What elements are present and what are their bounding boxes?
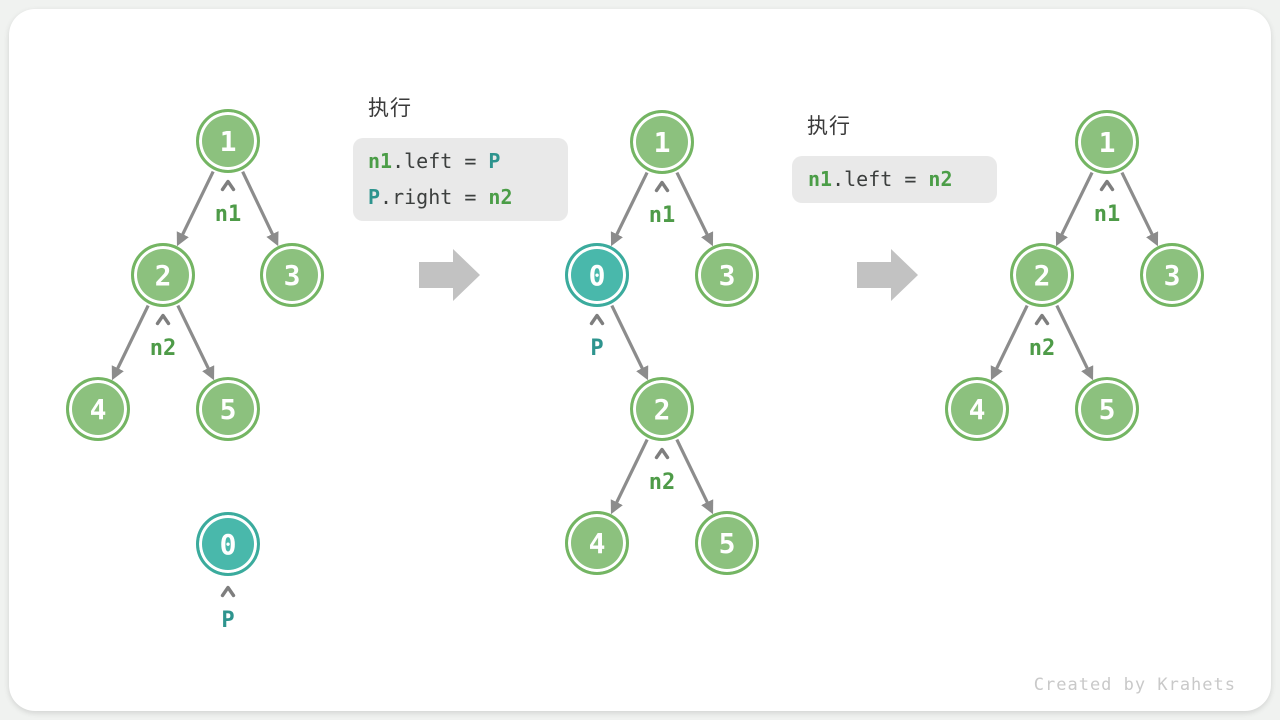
code-token: n1	[368, 149, 393, 173]
tree-node-2: 2	[1010, 243, 1074, 307]
code-line: n1.left = P	[368, 143, 568, 179]
tree-node-3: 3	[1140, 243, 1204, 307]
tree-edge	[1055, 171, 1094, 247]
pointer-label-n2: n2	[648, 470, 676, 495]
caret-up-icon	[220, 179, 236, 192]
code-box-2: n1.left = n2	[792, 156, 997, 203]
tree-edge	[610, 304, 649, 381]
tree-node-3: 3	[260, 243, 324, 307]
tree-edge	[1055, 304, 1094, 381]
tree-node-5: 5	[695, 511, 759, 575]
tree-edge	[675, 438, 714, 515]
tree-edge	[176, 170, 215, 247]
code-token: .left =	[832, 167, 929, 191]
tree-node-4: 4	[945, 377, 1009, 441]
exec-title-2: 执行	[807, 115, 851, 138]
pointer-label-n1: n1	[1093, 202, 1121, 227]
tree-node-4: 4	[565, 511, 629, 575]
tree-node-1: 1	[1075, 110, 1139, 174]
caret-up-icon	[589, 313, 605, 326]
tree-node-4: 4	[66, 377, 130, 441]
tree-node-5: 5	[196, 377, 260, 441]
pointer-label-n1: n1	[648, 203, 676, 228]
tree-edge	[241, 170, 279, 247]
credit-text: Created by Krahets	[1033, 675, 1236, 695]
code-token: .right =	[380, 185, 489, 209]
transition-arrow-icon	[857, 249, 918, 301]
tree-node-2: 2	[131, 243, 195, 307]
tree-node-1: 1	[196, 109, 260, 173]
caret-up-icon	[1034, 313, 1050, 326]
caret-up-icon	[220, 585, 236, 598]
code-token: n2	[928, 167, 953, 191]
pointer-label-P: P	[590, 336, 604, 361]
pointer-label-n2: n2	[1028, 336, 1056, 361]
pointer-label-n1: n1	[214, 202, 242, 227]
tree-node-5: 5	[1075, 377, 1139, 441]
tree-node-0: 0	[565, 243, 629, 307]
caret-up-icon	[1099, 179, 1115, 192]
tree-edge	[675, 171, 714, 247]
transition-arrow-icon	[419, 249, 480, 301]
code-token: n2	[488, 185, 513, 209]
tree-edge	[111, 304, 150, 381]
tree-edge	[1120, 171, 1159, 247]
caret-up-icon	[654, 447, 670, 460]
pointer-label-P: P	[221, 608, 235, 633]
code-token: P	[488, 149, 501, 173]
tree-edge	[176, 304, 215, 381]
tree-node-1: 1	[630, 110, 694, 174]
code-token: P	[368, 185, 381, 209]
code-token: n1	[808, 167, 833, 191]
code-line: P.right = n2	[368, 179, 568, 215]
tree-edge	[990, 304, 1029, 381]
tree-edge	[610, 171, 649, 247]
exec-title-1: 执行	[368, 97, 412, 120]
tree-node-3: 3	[695, 243, 759, 307]
caret-up-icon	[654, 180, 670, 193]
tree-node-2: 2	[630, 377, 694, 441]
tree-node-0: 0	[196, 512, 260, 576]
tree-edge	[610, 438, 649, 515]
exec-block-2: 执行 n1.left = n2	[792, 114, 997, 203]
code-line: n1.left = n2	[808, 161, 997, 197]
caret-up-icon	[155, 313, 171, 326]
pointer-label-n2: n2	[149, 336, 177, 361]
code-token: .left =	[392, 149, 489, 173]
